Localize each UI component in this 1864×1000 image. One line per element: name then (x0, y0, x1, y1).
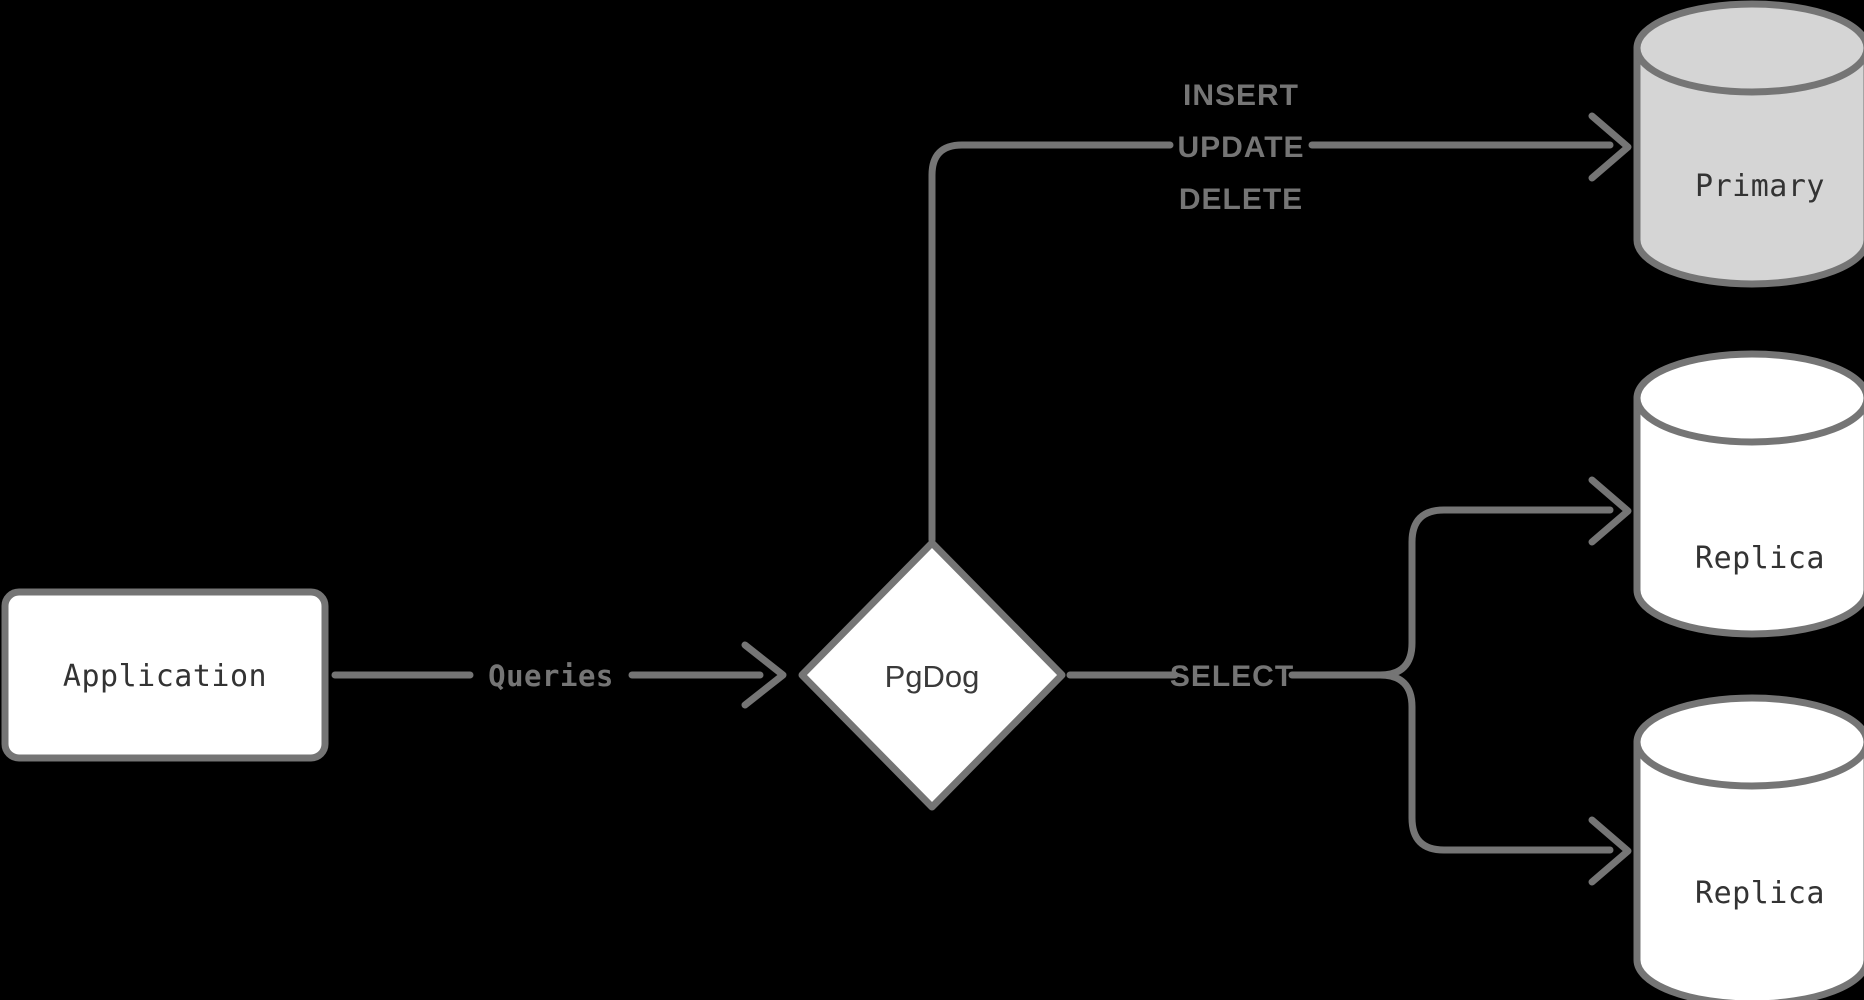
edge-label-queries: Queries (488, 659, 614, 693)
node-pgdog[interactable]: PgDog (798, 539, 1066, 811)
replica-bottom-label: Replica (1695, 876, 1825, 911)
edge-line-writes-vertical (928, 141, 1174, 544)
replica-top-label: Replica (1695, 541, 1825, 576)
edge-label-delete: DELETE (1179, 183, 1303, 216)
edge-label-update: UPDATE (1177, 131, 1304, 164)
node-replica-top[interactable]: Replica (1633, 350, 1864, 638)
pgdog-diamond[interactable] (798, 539, 1066, 811)
pgdog-label: PgDog (885, 659, 980, 694)
primary-label: Primary (1695, 169, 1825, 204)
replica-bottom-cylinder-body[interactable] (1633, 738, 1864, 1000)
node-application[interactable]: Application (1, 588, 329, 762)
node-primary[interactable]: Primary (1633, 0, 1864, 288)
primary-cylinder-body[interactable] (1633, 44, 1864, 288)
edge-pgdog-to-primary (928, 112, 1632, 544)
primary-cylinder-top (1633, 0, 1864, 96)
edge-pgdog-to-replicas (1066, 476, 1632, 886)
replica-top-cylinder-top (1633, 350, 1864, 446)
replica-top-cylinder-body[interactable] (1633, 394, 1864, 638)
arrowhead-to-primary (1588, 112, 1632, 182)
arrowhead-to-replica-top (1588, 476, 1632, 546)
node-replica-bottom[interactable]: Replica (1633, 694, 1864, 1000)
arrowhead-to-replica-bottom (1588, 816, 1632, 886)
replica-bottom-cylinder-top (1633, 694, 1864, 790)
edge-label-insert: INSERT (1183, 79, 1299, 112)
arrowhead-to-pgdog (741, 641, 787, 709)
edge-line-select-branch-upper (1376, 506, 1614, 679)
edge-application-to-pgdog (331, 641, 787, 709)
edge-line-select-branch-lower (1376, 671, 1614, 854)
application-box[interactable] (1, 588, 329, 762)
edge-label-select: SELECT (1170, 660, 1294, 693)
application-label: Application (63, 659, 267, 694)
